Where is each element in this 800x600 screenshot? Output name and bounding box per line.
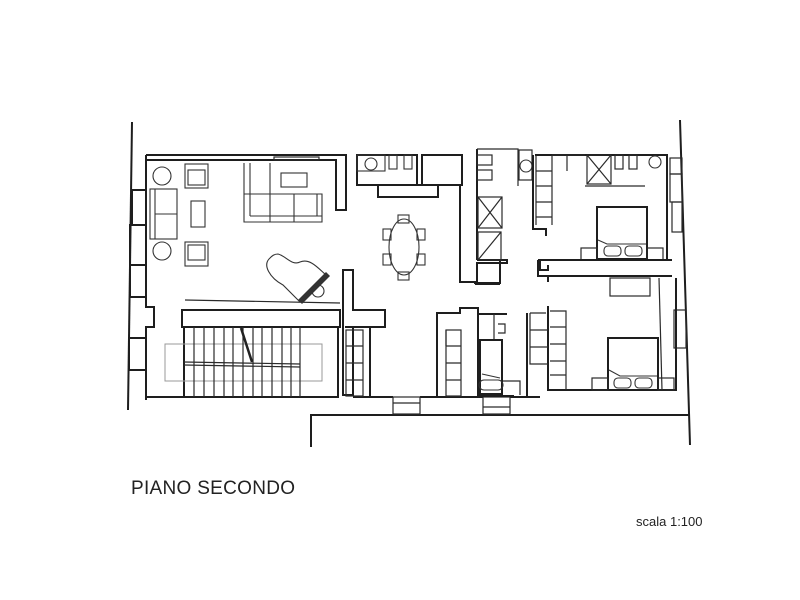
double-bed-icon [591,337,675,391]
facade-right-wall [669,119,691,446]
kitchen-furniture [356,154,413,172]
stair-arrow-icon [239,327,254,363]
stove-burner-icon [388,154,398,170]
living-room-furniture [149,163,330,304]
nightstand-icon [646,247,664,261]
desk-icon [609,277,651,297]
bedroom-separator [537,259,672,282]
wardrobe-icon [586,154,612,185]
coffee-table-icon [190,200,206,228]
armchair-icon [184,163,209,189]
scale-label: scala 1:100 [636,514,703,529]
bathroom [345,307,528,397]
staircase [146,326,339,398]
washbasin-icon [519,159,533,173]
facade-left-wall [127,121,155,411]
bathtub-icon [479,339,503,395]
stair-treads [193,327,301,397]
nightstand-icon [580,247,598,261]
living-room-walls [145,154,386,396]
sofa-icon [149,188,178,240]
nightstand-icon [657,377,675,391]
dining-lower-walls [345,329,364,397]
low-table-icon [280,172,308,188]
armchair-icon [184,241,209,267]
sink-icon [364,157,378,171]
closet-icon [477,231,502,261]
grand-piano-icon [266,253,330,304]
double-bed-icon [580,206,664,261]
closet-icon [477,196,503,229]
bottom-walls [310,396,690,447]
side-table-icon [152,241,172,261]
drawing-title: PIANO SECONDO [131,478,296,499]
nightstand-icon [591,377,609,391]
corridor [476,148,533,284]
sectional-sofa-icon [243,163,323,223]
side-table-icon [152,166,172,186]
bedroom-1 [532,154,668,271]
kitchen-walls [356,154,500,285]
bedroom-2 [529,277,677,391]
stove-burner-icon [403,154,413,170]
dining-table-icon [382,214,426,281]
